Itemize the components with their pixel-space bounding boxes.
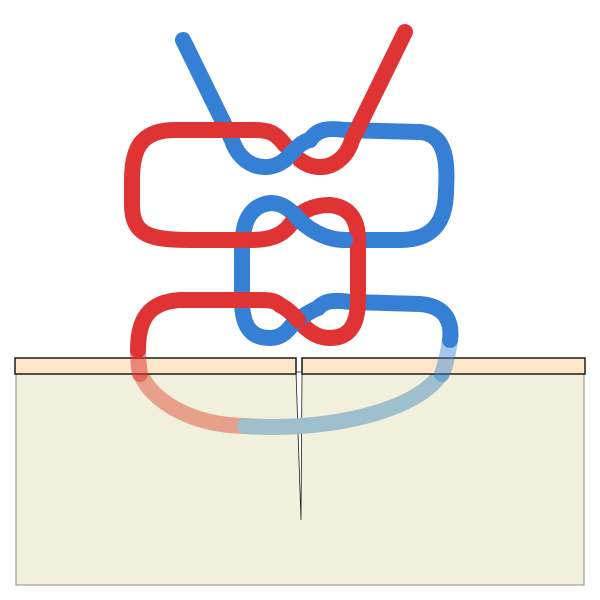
- skin-surface-right: [301, 357, 586, 375]
- buried-red-thread: [132, 364, 253, 434]
- blue-crossing-top: [277, 132, 318, 168]
- wound-incision: [295, 371, 303, 521]
- blue-crossing-middle-b: [287, 207, 353, 248]
- red-crossing-lower: [272, 297, 306, 328]
- skin-surface-left: [14, 357, 297, 375]
- red-suture-thread: [124, 24, 413, 358]
- red-crossing-middle-a: [242, 217, 298, 248]
- buried-blue-thread: [237, 364, 450, 435]
